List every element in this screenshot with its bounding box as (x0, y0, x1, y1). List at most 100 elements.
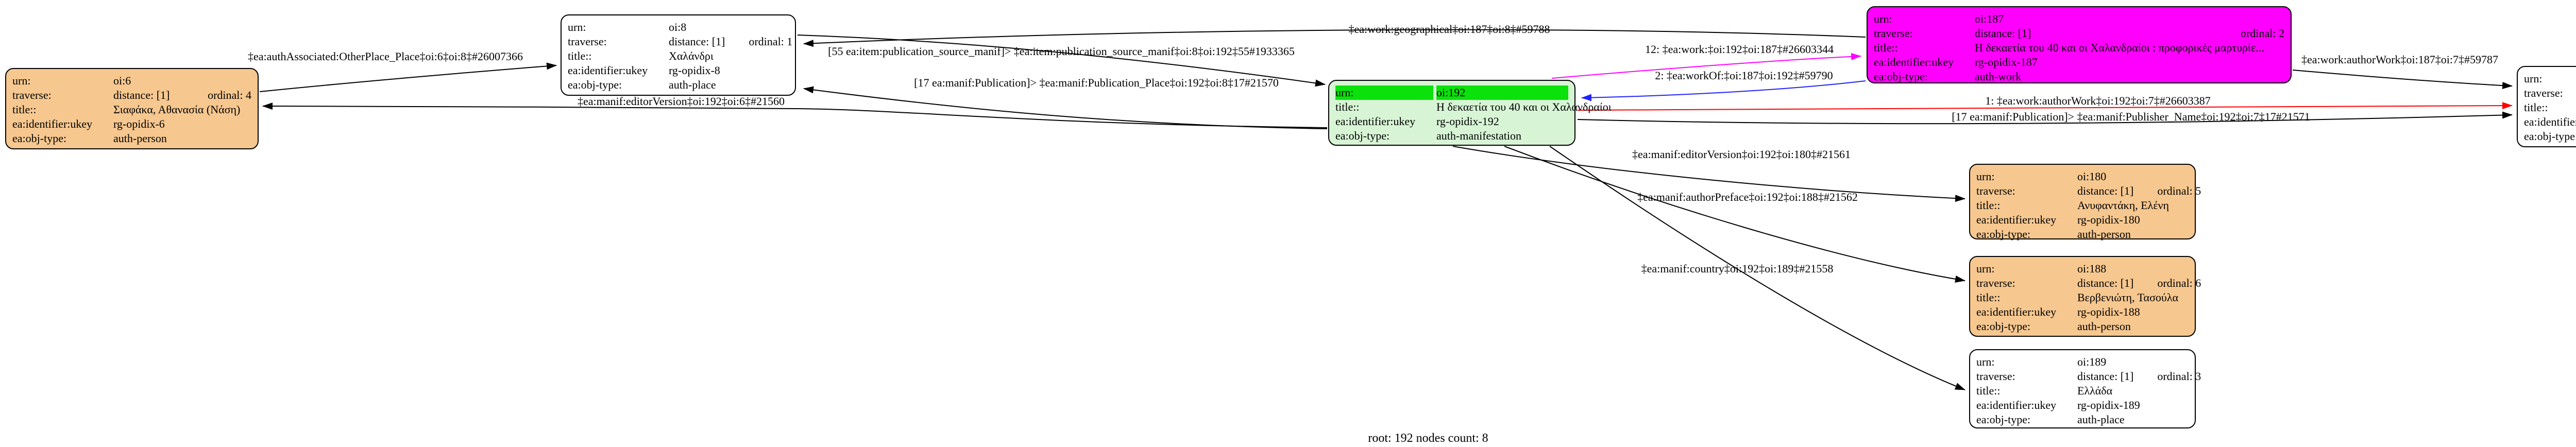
node-field-row: ea:obj-type:auth-person (1976, 227, 2189, 242)
node-field-row: urn:oi:8 (568, 20, 789, 35)
edge-authorwork-187-7 (2292, 70, 2513, 90)
field-key: traverse: (1976, 370, 2015, 383)
field-key: ea:obj-type: (568, 78, 622, 91)
field-value-ordinal: ordinal: 2 (2241, 27, 2284, 40)
edge-publication-source-manif-8-192 (797, 35, 1326, 87)
node-field-row: ea:obj-type:auth-place (1976, 412, 2189, 427)
field-key: urn: (1976, 170, 1995, 183)
edge-geographical-187-8 (803, 29, 1866, 47)
field-value: rg-opidix-192 (1436, 115, 1499, 128)
field-key: urn: (1976, 355, 1995, 368)
field-key: urn: (1976, 262, 1995, 275)
edge-label-work-192-187: 12: ‡ea:work:‡oi:192‡oi:187‡#26603344 (1645, 43, 1834, 56)
node-field-row: title::Ελλάδα (1976, 384, 2189, 398)
field-value: oi:188 (2077, 262, 2107, 275)
node-field-row: urn:oi:6 (12, 74, 251, 88)
node-field-row: urn:oi:192 (1335, 85, 1568, 100)
edge-label-editorversion-192-6: ‡ea:manif:editorVersion‡oi:192‡oi:6‡#215… (577, 95, 785, 108)
edge-authassociated-otherplace-6-8 (259, 62, 557, 92)
edge-label-publication-source-manif-8-192: [55 ea:item:publication_source_manif]> ‡… (828, 45, 1295, 58)
field-key: ea:obj-type: (1976, 413, 2031, 426)
field-value: oi:192 (1436, 85, 1568, 100)
field-key: ea:identifier:ukey (1335, 115, 1416, 128)
field-key: ea:obj-type: (1976, 228, 2031, 240)
edge-label-publisher-name-192-7: [17 ea:manif:Publication]> ‡ea:manif:Pub… (1952, 110, 2310, 123)
node-field-row: ea:obj-type:auth-manifestation (1335, 129, 1568, 143)
field-value: auth-work (1975, 70, 2022, 83)
edge-label-authorpreface-192-188: ‡ea:manif:authorPreface‡oi:192‡oi:188‡#2… (1637, 191, 1858, 203)
edge-workof-187-192 (1581, 80, 1866, 101)
edge-label-geographical-187-8: ‡ea:work:geographical‡oi:187‡oi:8‡#59788 (1348, 23, 1550, 36)
field-value: Ελλάδα (2077, 384, 2113, 397)
field-key: traverse: (12, 89, 52, 101)
edge-editorversion-192-180 (1452, 146, 1965, 202)
node-field-row: title::Ομάδα Προφορικής Ιστορίας Δήμου Χ… (2524, 100, 2576, 115)
field-value-ordinal: ordinal: 1 (749, 35, 793, 48)
edge-label-workof-187-192: 2: ‡ea:workOf:‡oi:187‡oi:192‡#59790 (1655, 69, 1833, 82)
node-field-row: urn: oi:187 (1874, 12, 2284, 26)
field-key: urn: (2524, 72, 2543, 85)
node-field-row: traverse:distance: [1]ordinal: 5 (1976, 184, 2201, 198)
edge-publication-place-192-8 (803, 86, 1328, 129)
field-value-ordinal: ordinal: 6 (2157, 277, 2201, 289)
field-value: rg-opidix-188 (2077, 305, 2140, 318)
field-key: title:: (568, 49, 592, 62)
field-value: rg-opidix-187 (1975, 56, 2038, 68)
node-field-row: ea:obj-type: auth-place (568, 78, 789, 92)
field-key: title:: (1976, 291, 2001, 304)
field-value: distance: [1] (113, 89, 170, 101)
field-value: distance: [1] (2077, 184, 2134, 197)
field-value: distance: [1] (669, 35, 725, 48)
field-value: Σιαφάκα, Αθανασία (Νάση) (113, 103, 241, 116)
field-key: urn: (1874, 12, 1892, 25)
node-field-row: ea:obj-type:auth-person (12, 131, 251, 146)
field-value: oi:187 (1975, 12, 2004, 25)
field-key: title:: (12, 103, 37, 116)
node-field-row: traverse:distance: [1]ordinal: 2 (1874, 26, 2284, 41)
field-key: ea:obj-type: (1874, 70, 1928, 83)
field-key: ea:identifier:ukey (568, 64, 648, 77)
node-field-row: title::Η δεκαετία του 40 και οι Χαλανδρα… (1874, 41, 2284, 55)
node-field-row: traverse:distance: [1]ordinal: 4 (12, 88, 251, 102)
edge-label-authassociated-otherplace-6-8: ‡ea:authAssociated:OtherPlace_Place‡oi:6… (248, 50, 523, 63)
field-key: title:: (1976, 199, 2001, 212)
field-key: ea:obj-type: (2524, 130, 2576, 143)
field-value: Η δεκαετία του 40 και οι Χαλανδραίοι (1436, 100, 1612, 113)
graph-root-caption: root: 192 nodes count: 8 (1368, 432, 1488, 445)
field-value: Ανυφαντάκη, Ελένη (2077, 199, 2170, 212)
field-value: distance: [1] (2077, 370, 2134, 383)
field-value: auth-place (669, 78, 716, 91)
node-field-row: ea:identifier:ukey rg-opidix-192 (1335, 114, 1568, 129)
edge-country-192-189 (1549, 146, 1965, 390)
edge-authorwork-192-7 (1577, 102, 2513, 111)
node-field-row: urn:oi:180 (1976, 169, 2189, 184)
node-field-row: traverse:distance: [1]ordinal: 7 (2524, 86, 2576, 100)
field-key: traverse: (1976, 184, 2015, 197)
field-key: traverse: (1874, 27, 1913, 40)
node-field-row: urn:oi:189 (1976, 355, 2189, 369)
node-field-row: title::Βερβενιώτη, Τασούλα (1976, 290, 2189, 305)
node-field-row: urn:oi:7 (2524, 72, 2576, 86)
field-value-ordinal: ordinal: 3 (2157, 370, 2201, 383)
node-field-row: title::Σιαφάκα, Αθανασία (Νάση) (12, 102, 251, 117)
field-key: urn: (568, 21, 586, 33)
field-value: Χαλάνδρι (669, 49, 714, 62)
node-field-row: traverse:distance: [1]ordinal: 6 (1976, 276, 2201, 290)
field-value: rg-opidix-6 (113, 117, 165, 130)
field-key: traverse: (1976, 277, 2015, 289)
field-key: ea:identifier:ukey (12, 117, 93, 130)
edge-editorversion-192-6 (262, 102, 1328, 128)
edge-label-authorwork-192-7: 1: ‡ea:work:authorWork‡oi:192‡oi:7‡#2660… (1985, 94, 2211, 107)
